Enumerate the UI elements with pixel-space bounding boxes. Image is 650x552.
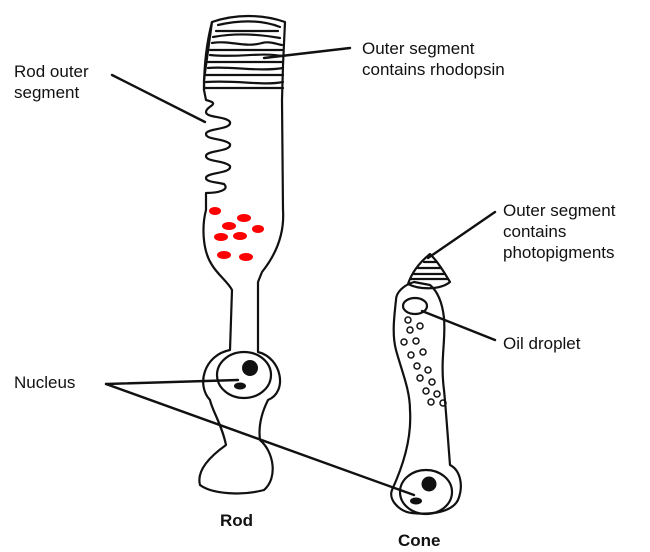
oil-droplet-label: Oil droplet [503, 333, 580, 354]
photopigments-label-line2: contains [503, 221, 615, 242]
outer-segment-rhodopsin-label: Outer segment contains rhodopsin [362, 38, 505, 80]
rhodopsin-label-line1: Outer segment [362, 38, 505, 59]
leader-oil-droplet [422, 311, 495, 340]
leader-nucleus-cone [106, 384, 414, 495]
photopigments-label-line1: Outer segment [503, 200, 615, 221]
cone-nucleolus [422, 477, 437, 492]
rod-outer-segment-label: Rod outer segment [14, 61, 89, 103]
leader-outer-photopigments [428, 212, 495, 258]
leader-rod-outer-segment [112, 75, 205, 122]
rhodopsin-label-line2: contains rhodopsin [362, 59, 505, 80]
outer-segment-photopigments-label: Outer segment contains photopigments [503, 200, 615, 263]
rod-nucleus-dot [234, 383, 246, 390]
rod-nucleus [217, 352, 271, 398]
rod-pigment-dots [209, 207, 264, 261]
rod-outer-label-line1: Rod outer [14, 61, 89, 82]
cone-label: Cone [398, 530, 441, 551]
rod-nucleolus [242, 360, 258, 376]
rod-label: Rod [220, 510, 253, 531]
rod-outer-label-line2: segment [14, 82, 89, 103]
cone-nucleus-dot [410, 498, 422, 505]
rod-disc-stack [204, 21, 283, 90]
photopigments-label-line3: photopigments [503, 242, 615, 263]
nucleus-label: Nucleus [14, 372, 75, 393]
